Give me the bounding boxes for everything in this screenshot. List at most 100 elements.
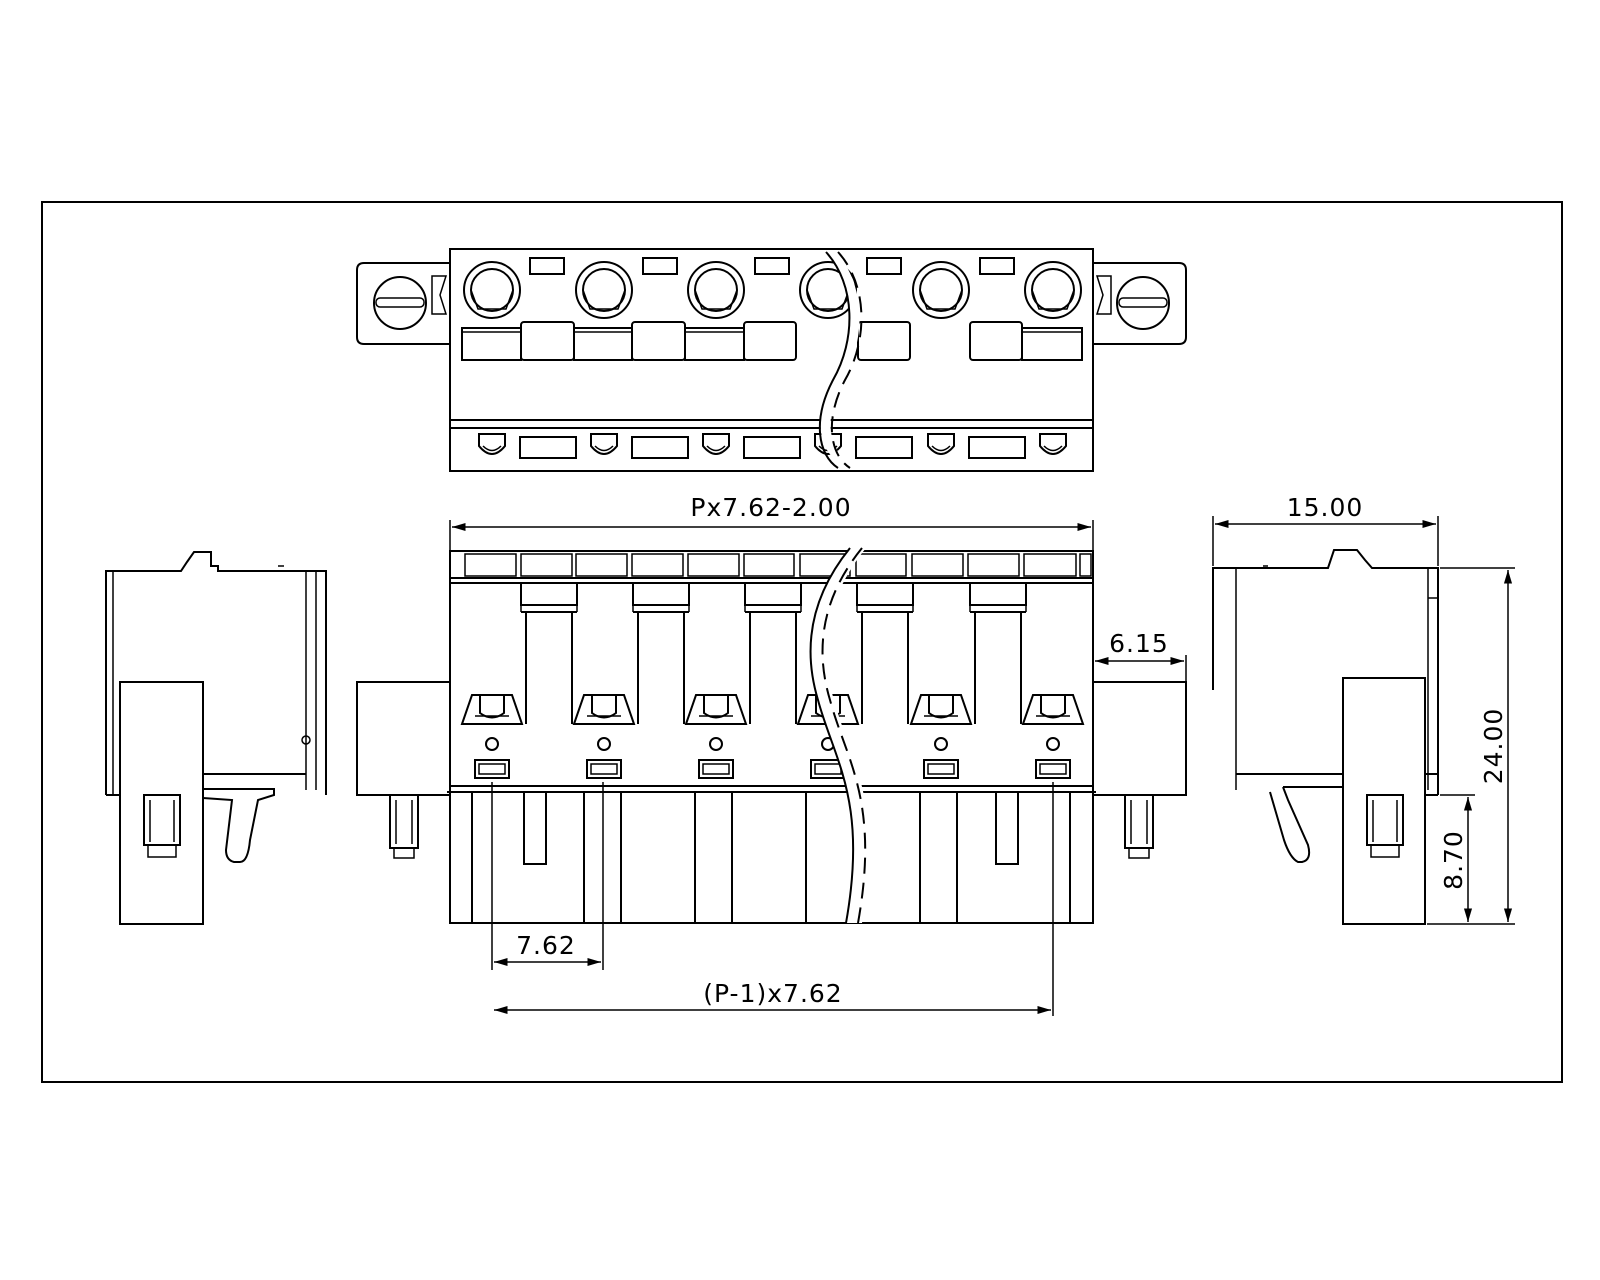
terminal-screw-icon [463, 261, 521, 319]
clamp-housing [572, 694, 636, 725]
header-cap [1079, 553, 1092, 577]
break-line [818, 251, 863, 469]
left-side-flange [356, 681, 451, 796]
left-mounting-flange [356, 262, 450, 345]
right-mounting-flange [1093, 262, 1187, 345]
contact-post [520, 582, 578, 724]
wire-clamp-icon [684, 694, 748, 725]
solder-pin [523, 791, 547, 865]
dimension-height: 24.00 [1427, 567, 1515, 925]
wire-entry-divider [857, 321, 911, 361]
dimension-pitch: 7.62 [491, 782, 604, 970]
indicator-window [1035, 759, 1071, 779]
screw-head [919, 268, 963, 312]
flange-screw-icon [1116, 276, 1170, 330]
cup-outline [478, 433, 506, 455]
screw-head [582, 268, 626, 312]
indicator-window-inner [590, 763, 618, 775]
wire-entry [1021, 327, 1083, 361]
contact-post [856, 582, 914, 724]
test-slot-row [529, 257, 1015, 275]
overall-length-label: Px7.62-2.00 [690, 493, 851, 522]
flange-pin [1124, 794, 1154, 859]
dimension-pin-span: (P-1)x7.62 [494, 782, 1054, 1016]
clamp-housing [1021, 694, 1085, 725]
indicator-window-inner [702, 763, 730, 775]
cup-inner [594, 445, 614, 452]
header-cap [967, 553, 1020, 577]
cup-inner [1043, 445, 1063, 452]
contact-post [969, 582, 1027, 724]
top-view-body [449, 248, 1094, 472]
terminal-screw-icon [687, 261, 745, 319]
depth-label: 15.00 [1287, 493, 1364, 522]
screw-slot-shadow [1031, 289, 1075, 310]
header-cap [575, 553, 628, 577]
right-side-view [1212, 549, 1439, 925]
dimension-depth: 15.00 [1212, 493, 1439, 566]
cup-outline [590, 433, 618, 455]
dimension-side-offset: 6.15 [1095, 629, 1187, 684]
contact-post [632, 582, 690, 724]
test-slot [529, 257, 565, 275]
wire-entry-divider [631, 321, 686, 361]
dimension-overall-length: Px7.62-2.00 [449, 493, 1094, 553]
post-cap [744, 582, 802, 606]
header-cap [631, 553, 684, 577]
clamp-housing [460, 694, 524, 725]
wire-clamp-icon [460, 694, 524, 725]
contact-cup-icon [478, 433, 506, 455]
screw-head [1031, 268, 1075, 312]
bottom-slot [968, 436, 1026, 459]
test-point [485, 737, 499, 751]
wire-clamp-icon [572, 694, 636, 725]
screw-outer-ring [687, 261, 745, 319]
indicator-window-row [474, 759, 1071, 779]
screw-outer-ring [912, 261, 970, 319]
contact-cup-icon [1039, 433, 1067, 455]
terminal-screw-row [463, 261, 1082, 319]
test-point [597, 737, 611, 751]
indicator-window [586, 759, 622, 779]
screw-outer-ring [1024, 261, 1082, 319]
wire-entry [573, 327, 633, 361]
screw-slot-shadow [919, 289, 963, 310]
clamp-cup [479, 694, 505, 719]
indicator-window [923, 759, 959, 779]
cup-outline [1039, 433, 1067, 455]
screw-slot-shadow [582, 289, 626, 310]
contact-post [744, 582, 802, 724]
test-slot [642, 257, 678, 275]
terminal-screw-icon [912, 261, 970, 319]
screw-outer-ring [575, 261, 633, 319]
clamp-cup [591, 694, 617, 719]
dimension-pin-length: 8.70 [1439, 794, 1475, 922]
header-cap [911, 553, 964, 577]
indicator-window-inner [927, 763, 955, 775]
pin-length-label: 8.70 [1439, 830, 1468, 890]
test-slot [979, 257, 1015, 275]
screw-slot-shadow [806, 289, 850, 310]
indicator-window-inner [814, 763, 842, 775]
test-slot [754, 257, 790, 275]
terminal-screw-icon [1024, 261, 1082, 319]
wire-clamp-row [460, 694, 1085, 725]
break-line [809, 547, 870, 924]
post-cap [520, 582, 578, 606]
screw-head [470, 268, 514, 312]
wire-entry-divider [743, 321, 797, 361]
bottom-slot [519, 436, 577, 459]
header-cap [855, 553, 907, 577]
screw-slot-shadow [470, 289, 514, 310]
right-side-flange [1092, 681, 1187, 796]
test-slot [866, 257, 902, 275]
header-cap [687, 553, 740, 577]
contact-cup-icon [927, 433, 955, 455]
screw-head [694, 268, 738, 312]
wire-entry [684, 327, 745, 361]
test-point [709, 737, 723, 751]
top-view [356, 248, 1187, 472]
bottom-slot [855, 436, 913, 459]
bottom-contact-row [478, 433, 1067, 459]
